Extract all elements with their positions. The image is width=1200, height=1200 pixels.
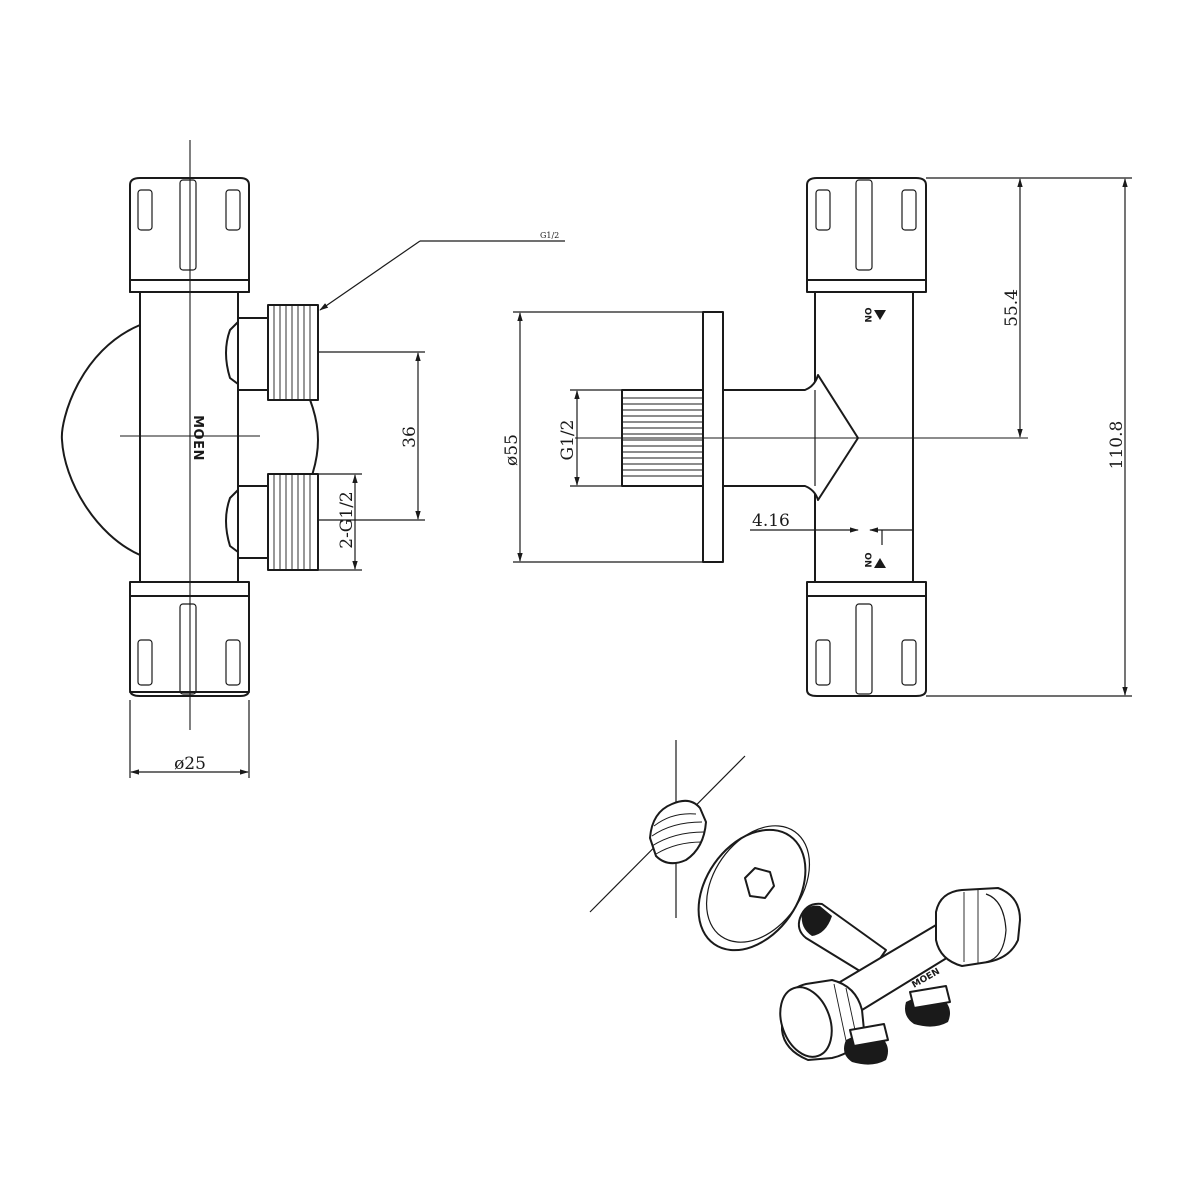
dim-outlet-thread: 2-G1/2 <box>337 491 357 549</box>
upper-outlet <box>225 304 319 401</box>
valve-assembly: MOEN <box>779 887 1021 1065</box>
dim-offset: 4.16 <box>752 511 790 531</box>
side-top-knob <box>806 177 927 293</box>
leader-thread-label: G1/2 <box>540 231 559 240</box>
isometric-view: MOEN <box>589 740 1021 1065</box>
dim-outlet-pitch: 36 <box>400 426 420 448</box>
dim-front-diameter: ø25 <box>174 754 206 774</box>
front-view: MOEN ø25 36 2-G1/2 G1/2 <box>60 140 565 778</box>
nut-part <box>649 799 707 865</box>
dim-inlet-thread: G1/2 <box>558 420 578 461</box>
on-label-upper: ON <box>862 307 872 322</box>
side-view: ON ON ø55 G1/2 110.8 55.4 4.16 <box>502 177 1132 697</box>
brand-label: MOEN <box>190 415 205 461</box>
lower-outlet <box>225 473 319 571</box>
on-label-lower: ON <box>862 552 872 567</box>
dim-flange-diameter: ø55 <box>502 434 522 466</box>
dim-upper-height: 55.4 <box>1002 289 1022 327</box>
dim-total-height: 110.8 <box>1107 421 1127 470</box>
on-arrow-upper-icon <box>874 310 886 320</box>
on-arrow-lower-icon <box>874 558 886 568</box>
side-bottom-knob <box>806 581 927 697</box>
washer-part <box>697 825 811 952</box>
